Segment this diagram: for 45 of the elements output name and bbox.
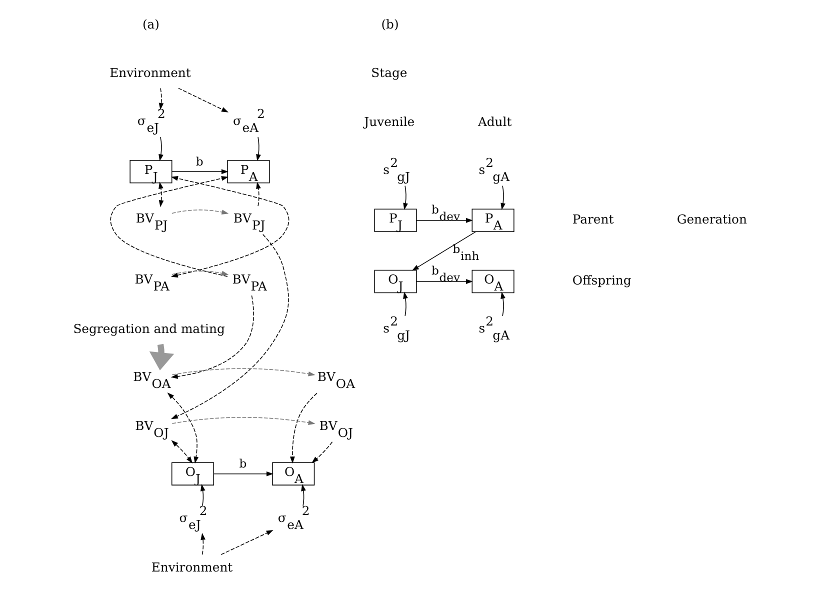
arrow	[403, 292, 408, 316]
arrow	[172, 169, 228, 174]
arrow	[256, 182, 261, 206]
label: (b)	[381, 17, 399, 32]
arrow	[171, 440, 193, 464]
arrow	[149, 344, 174, 370]
label: Adult	[478, 114, 512, 129]
arrow	[172, 210, 229, 214]
node-text: Segregation and mating	[73, 322, 225, 336]
arrow	[170, 176, 290, 278]
arrow	[290, 392, 318, 464]
label: Stage	[371, 66, 408, 80]
node-text: Environment	[151, 560, 233, 575]
arrow	[170, 234, 289, 420]
arrow	[167, 392, 199, 464]
arrow	[158, 136, 164, 162]
arrow	[500, 185, 506, 210]
arrow	[172, 270, 229, 276]
arrow	[158, 88, 164, 110]
arrow	[158, 182, 164, 208]
arrow	[178, 88, 228, 112]
arrow	[256, 136, 261, 162]
label: Parent	[572, 212, 614, 226]
arrow	[170, 295, 254, 379]
arrow	[220, 530, 274, 555]
arrow	[172, 368, 316, 376]
label: Juvenile	[364, 114, 415, 129]
arrow	[172, 416, 316, 426]
arrow	[312, 442, 333, 464]
edge-label: b	[196, 154, 204, 168]
arrow	[416, 218, 473, 223]
label: Offspring	[572, 273, 632, 288]
arrow	[412, 231, 476, 271]
label: (a)	[142, 17, 160, 32]
arrow	[416, 279, 473, 284]
node-text: Environment	[110, 66, 191, 80]
arrow	[110, 176, 228, 277]
arrow	[213, 471, 274, 476]
arrow	[301, 484, 306, 506]
edge-label: b	[239, 456, 247, 471]
arrow	[403, 185, 408, 210]
arrow	[200, 484, 206, 506]
arrow	[200, 532, 206, 555]
label: Generation	[676, 212, 747, 226]
arrow	[500, 292, 506, 316]
